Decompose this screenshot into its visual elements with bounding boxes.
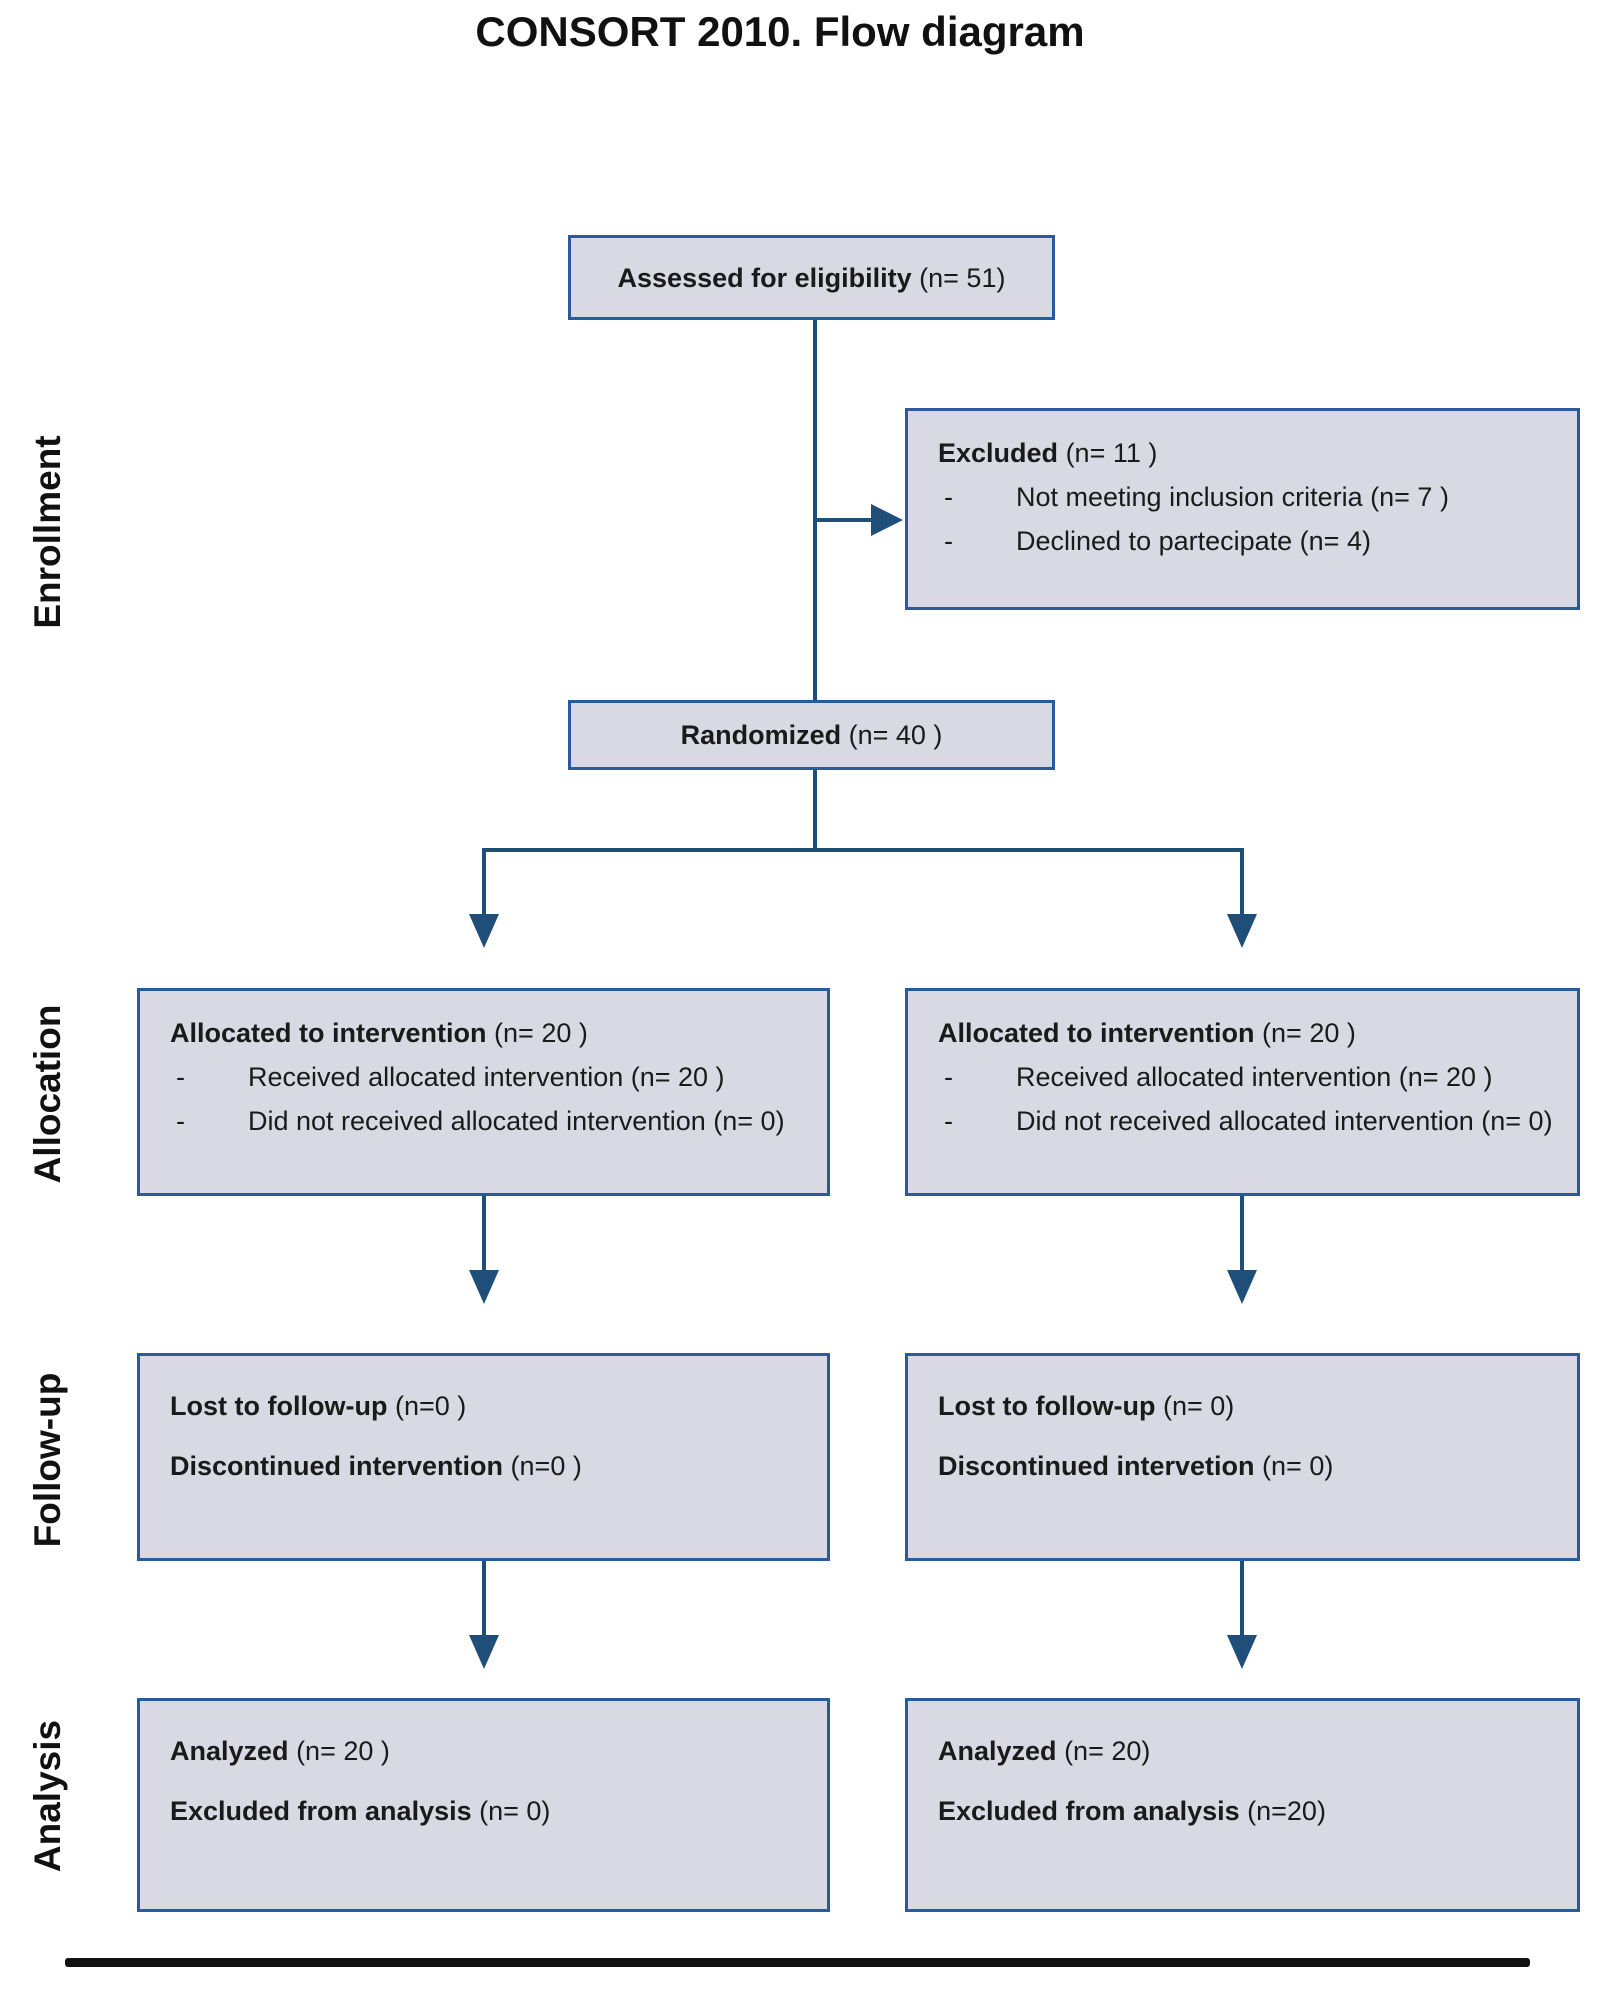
page-title: CONSORT 2010. Flow diagram [475,8,1085,55]
allocation-to-followup-arrow-right [1227,1196,1257,1304]
bullet-dash: - [944,1062,953,1092]
allocation-left-box: Allocated to intervention (n= 20 ) - Rec… [137,988,830,1196]
list-item: - Did not received allocated interventio… [170,1099,803,1143]
box-count: (n= 40 ) [848,720,943,750]
box-line: Discontinued intervention (n=0 ) [170,1444,803,1488]
excluded-box: Excluded (n= 11 ) - Not meeting inclusio… [905,408,1580,610]
list-item-text: Received allocated intervention (n= 20 ) [1016,1062,1493,1092]
box-count: (n=20) [1247,1796,1326,1826]
box-count: (n= 20) [1064,1736,1151,1766]
bullet-dash: - [944,482,953,512]
list-item-text: Received allocated intervention (n= 20 ) [248,1062,725,1092]
allocation-to-followup-arrow-left [469,1196,499,1304]
box-count: (n= 11 ) [1065,438,1158,468]
allocation-right-box: Allocated to intervention (n= 20 ) - Rec… [905,988,1580,1196]
box-label: Excluded from analysis [938,1796,1240,1826]
box-label: Lost to follow-up [170,1391,388,1421]
followup-left-box: Lost to follow-up (n=0 ) Discontinued in… [137,1353,830,1561]
box-line: Excluded from analysis (n=20) [938,1789,1553,1833]
box-heading: Randomized (n= 40 ) [681,713,943,757]
box-label: Randomized [680,720,842,750]
list-item-text: Did not received allocated intervention … [1016,1106,1553,1136]
box-count: (n= 0) [1162,1391,1235,1421]
box-count: (n=0 ) [510,1451,582,1481]
box-count: (n= 0) [1262,1451,1334,1481]
bullet-dash: - [176,1062,185,1092]
box-count: (n= 51) [919,262,1006,293]
followup-to-analysis-arrow-left [469,1561,499,1669]
list-item: - Received allocated intervention (n= 20… [170,1055,803,1099]
excluded-arrow [815,504,903,536]
box-line: Excluded from analysis (n= 0) [170,1789,803,1833]
list-item: - Declined to partecipate (n= 4) [938,519,1553,563]
stage-label-analysis: Analysis [27,1719,68,1873]
box-label: Analyzed [938,1736,1057,1766]
box-count: (n=0 ) [394,1391,467,1421]
box-line: Analyzed (n= 20) [938,1729,1553,1773]
analysis-right-box: Analyzed (n= 20) Excluded from analysis … [905,1698,1580,1912]
box-label: Excluded [938,438,1059,468]
box-line: Lost to follow-up (n= 0) [938,1384,1553,1428]
box-heading: Assessed for eligibility (n= 51) [618,256,1006,300]
box-count: (n= 20 ) [494,1018,588,1048]
list-item-text: Did not received allocated intervention … [248,1106,785,1136]
assessed-box: Assessed for eligibility (n= 51) [568,235,1055,320]
box-line: Discontinued intervetion (n= 0) [938,1444,1553,1488]
box-heading: Excluded (n= 11 ) [938,431,1553,475]
list-item-text: Declined to partecipate (n= 4) [1016,526,1371,556]
analysis-left-box: Analyzed (n= 20 ) Excluded from analysis… [137,1698,830,1912]
stage-label-enrollment: Enrollment [27,435,68,629]
split-arrow-left [469,848,499,948]
box-label: Allocated to intervention [170,1018,487,1048]
box-label: Allocated to intervention [938,1018,1255,1048]
box-line: Lost to follow-up (n=0 ) [170,1384,803,1428]
stage-label-allocation: Allocation [27,1004,68,1184]
list-item: - Received allocated intervention (n= 20… [938,1055,1553,1099]
box-count: (n= 20 ) [296,1736,390,1766]
bullet-dash: - [176,1106,185,1136]
box-label: Lost to follow-up [938,1391,1156,1421]
followup-right-box: Lost to follow-up (n= 0) Discontinued in… [905,1353,1580,1561]
stage-label-followup: Follow-up [27,1372,68,1548]
randomized-split-line [482,770,1244,852]
box-count: (n= 20 ) [1262,1018,1356,1048]
box-label: Discontinued intervetion [938,1451,1255,1481]
box-line: Analyzed (n= 20 ) [170,1729,803,1773]
split-arrow-right [1227,848,1257,948]
randomized-box: Randomized (n= 40 ) [568,700,1055,770]
followup-to-analysis-arrow-right [1227,1561,1257,1669]
bullet-dash: - [944,526,953,556]
bottom-divider [65,1958,1530,1967]
box-count: (n= 0) [479,1796,551,1826]
list-item-text: Not meeting inclusion criteria (n= 7 ) [1016,482,1449,512]
box-heading: Allocated to intervention (n= 20 ) [938,1011,1553,1055]
box-label: Discontinued intervention [170,1451,504,1481]
box-label: Analyzed [170,1736,289,1766]
box-heading: Allocated to intervention (n= 20 ) [170,1011,803,1055]
bullet-dash: - [944,1106,953,1136]
list-item: - Did not received allocated interventio… [938,1099,1553,1143]
list-item: - Not meeting inclusion criteria (n= 7 ) [938,475,1553,519]
box-label: Excluded from analysis [170,1796,472,1826]
box-label: Assessed for eligibility [617,262,912,293]
